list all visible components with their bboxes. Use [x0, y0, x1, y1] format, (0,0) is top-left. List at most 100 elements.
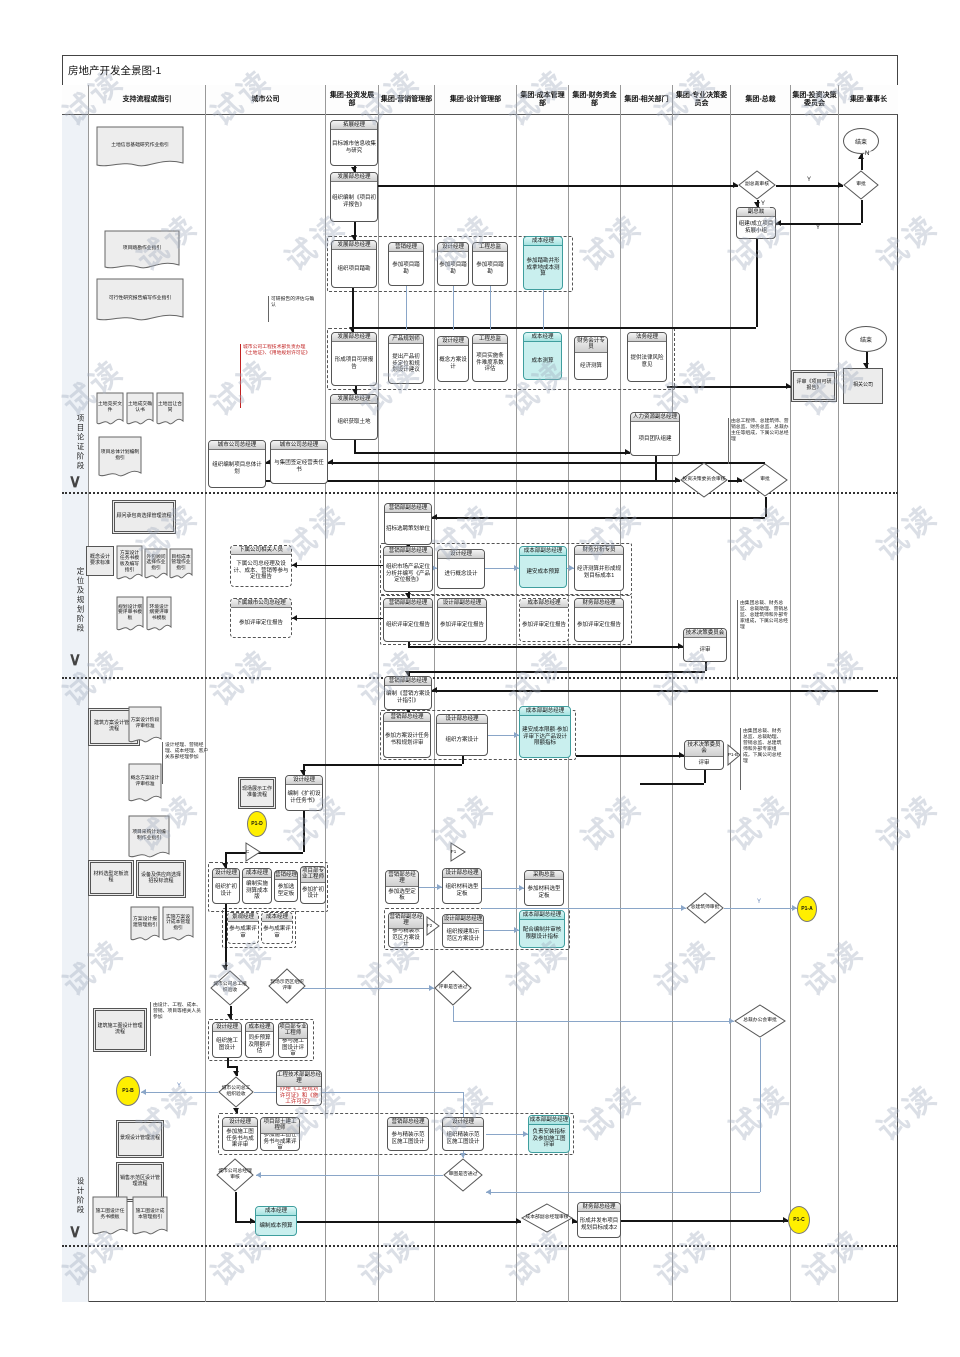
phase-separator — [62, 492, 898, 494]
doc-label: 土地竞买文件 — [98, 402, 122, 413]
flow-line — [225, 852, 227, 868]
arrow-head — [863, 363, 869, 368]
proc-org-visit: 发展部总经理组织项目踏勘 — [331, 240, 377, 288]
node-action: 参加项目踏勘 — [392, 262, 420, 275]
flow-line — [756, 239, 758, 327]
node-action: 组织项目踏勘 — [337, 265, 371, 272]
node-role: 项目部土建工程师 — [261, 1118, 299, 1134]
arrow-head — [405, 671, 411, 676]
node-role: 营销部总经理 — [388, 1118, 428, 1128]
doc-label: 方案设计报建管理指引 — [133, 917, 157, 928]
flow-line — [667, 386, 791, 388]
lane-集团-财务资金部: 集团-财务资金部 — [568, 85, 620, 1302]
node-role: 财务会计专员 — [575, 337, 607, 353]
doc-label: 项目采购计划编制作业指引 — [132, 830, 166, 841]
node-role: 财务部总经理 — [575, 599, 623, 609]
proc-fin-calc: 财务会计专员经济测算 — [574, 336, 608, 380]
lane-header: 集团-专业决策委员会 — [673, 85, 730, 115]
node-action: 参与施工图设计评审 — [281, 1038, 304, 1057]
lane-支持流程或指引: 支持流程或指引 — [88, 85, 205, 1302]
node-role: 营销部副总经理 — [389, 913, 423, 929]
proc-sub-staff: 下属公司相关人员下属公司总经理及设计、成本、营销等参与定位报告 — [230, 545, 292, 587]
arrow-head — [858, 154, 864, 159]
proc-landscape: 景观经理参与成果评审 — [227, 912, 259, 944]
node-role: 下属城市公司总经理 — [231, 599, 291, 609]
arrow-head — [519, 885, 524, 891]
node-role: 成本部副总经理 — [520, 547, 566, 557]
node-action: 参加施工图任务书与成果评审 — [263, 1133, 297, 1150]
lane-集团-相关部门: 集团-相关部门 — [620, 85, 672, 1302]
circ-p1a: P1-A — [797, 896, 817, 922]
proc-mkt-select: 营销经理参加选型定板 — [274, 870, 298, 902]
connector-label: P1-B — [728, 752, 739, 758]
arrow-head — [266, 459, 271, 465]
flow-line — [225, 852, 303, 854]
proc-cost-impl: 成本经理编制实施测算成本版 — [242, 868, 272, 904]
note-committee1: 由总工程师、总建筑师、营销总监、财务总监、总裁办主任等组成，下属公司总经理 — [728, 418, 790, 464]
proc-cd-design: 设计经理组织施工图设计 — [212, 1022, 242, 1058]
node-action: 参加踏勘并形成拿地成本测算 — [526, 258, 560, 277]
group-cd-review — [218, 1113, 574, 1155]
connector-label: C — [246, 849, 250, 855]
arrow-head — [405, 543, 411, 548]
node-role: 成本经理 — [246, 1023, 273, 1033]
proc-fin-review: 财务部总经理参加评审定位报告 — [574, 598, 624, 642]
dec-city-gm: 城市公司总经理审核 — [216, 1158, 254, 1192]
dec-demo-review: 现场示范区组织评审 — [268, 968, 306, 1004]
flow-line — [352, 288, 354, 332]
node-role: 设计经理 — [438, 243, 468, 253]
doc-land-research: 土地信息基础研究作业指引 — [96, 126, 184, 170]
node-action: 编制成本预算 — [259, 1222, 293, 1229]
node-action: 组织精装示范区施工图设计 — [446, 1132, 480, 1145]
doc-feasibility-guide: 可行性研究报告编写作业指引 — [96, 278, 184, 324]
flow-line — [297, 1221, 521, 1223]
flow-line — [482, 908, 686, 909]
arrow-head — [514, 565, 519, 571]
page-title: 房地产开发全景图-1 — [68, 65, 162, 77]
node-role: 工程技术部副总经理 — [277, 1071, 321, 1087]
arrow-head — [514, 927, 519, 933]
group-kuochu — [208, 862, 328, 912]
arrow-head — [233, 1108, 239, 1113]
node-action: 下属公司总经理及设计、成本、营销等参与定位报告 — [233, 561, 289, 580]
node-role: 工程总监 — [473, 335, 507, 345]
node-role: 设计经理 — [213, 1023, 241, 1033]
flow-line — [704, 770, 706, 783]
phase-label-2: 定位及规划阶段 — [76, 566, 85, 634]
arrow-head — [292, 562, 297, 568]
node-role: 设计部总经理 — [437, 715, 487, 725]
edge-label: N — [864, 151, 874, 159]
dec-vp-review: 副总裁审核 — [738, 170, 776, 200]
lane-集团-董事长: 集团-董事长 — [838, 85, 898, 1302]
proc-eng-visit: 工程总监参加项目踏勘 — [472, 242, 508, 286]
doc-concept-review-std: 概念方案设计评审标准 — [128, 763, 162, 805]
arrow-head — [737, 477, 742, 483]
arrow-head — [460, 1153, 466, 1158]
arrow-head — [432, 565, 437, 571]
tri-f2: F2 — [426, 916, 440, 936]
node-role: 设计经理 — [443, 1118, 483, 1128]
proc-eng-assess: 工程总监项目实施条件难度系数评估 — [472, 334, 508, 382]
lane-header: 集团-营销管理部 — [379, 85, 434, 115]
decision-label: 审批 — [760, 477, 770, 483]
arrow-head — [227, 1014, 233, 1019]
flow-line — [543, 290, 544, 330]
doc-impl-cost-guide: 实施方案设计成本管理指引 — [162, 906, 194, 944]
doc-land-deal: 土地成交确认书 — [126, 392, 154, 428]
node-role: 财务分析专员 — [575, 546, 623, 556]
dec-invest-review: 投资决策委员会审核 — [680, 462, 728, 498]
flow-line — [482, 888, 524, 889]
term-end-2: 结束 — [845, 326, 887, 352]
doc-label: 施工图设计成本管理指引 — [135, 1209, 165, 1220]
proc-mkt-visit: 营销经理参加项目踏勘 — [388, 242, 424, 286]
node-role: 城市公司总经理 — [209, 441, 265, 451]
proc-design-demo: 设计部副总经理组织报建和示范区方案设计 — [442, 914, 484, 948]
flow-line — [760, 1038, 761, 1192]
lane-header: 集团-总裁 — [731, 85, 790, 115]
doc-label: 施工图设计任务书模板 — [95, 1209, 125, 1220]
node-action: 编制实施测算成本版 — [245, 881, 268, 900]
proc-hire-planner: 营销部副总经理招标选聘策划单位 — [384, 503, 432, 545]
lane-header: 支持流程或指引 — [89, 85, 205, 115]
node-action: 同步预算及限额评估 — [248, 1035, 271, 1054]
group-construction-drawing — [208, 1019, 314, 1061]
